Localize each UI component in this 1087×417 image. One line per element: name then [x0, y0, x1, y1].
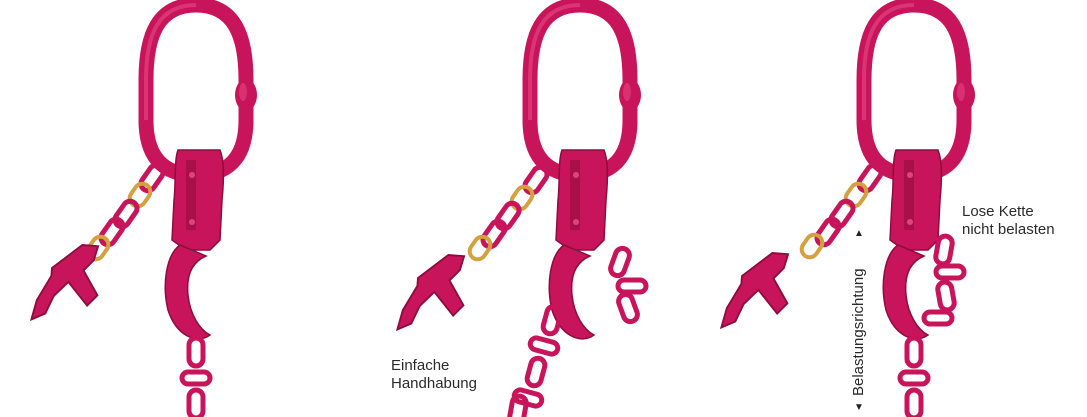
figure-2-main-chain: [513, 305, 562, 408]
figure-3-sling: [707, 5, 975, 417]
figure-2-sling: [383, 5, 646, 417]
figure-1-master-link-assembly: [146, 5, 257, 339]
figure-1-main-chain: [182, 338, 210, 417]
figure-2-master-link-assembly: [530, 5, 641, 339]
caption-lose-line2: nicht belasten: [962, 221, 1055, 239]
figure-2-chain-loop: [609, 246, 646, 323]
figure-1-grab-hook: [17, 241, 112, 319]
caption-lose-line1: Lose Kette: [962, 203, 1055, 221]
figure-3-side-chain: [799, 163, 884, 261]
arrow-down-icon: ▼: [854, 402, 864, 413]
caption-einfache-line2: Handhabung: [391, 375, 477, 393]
load-direction-indicator: ▲ Belastungsrichtung ▼: [848, 228, 870, 412]
arrow-up-icon: ▲: [854, 228, 864, 239]
figure-1-sling: [17, 5, 257, 417]
caption-einfache-line1: Einfache: [391, 357, 477, 375]
figure-2-grab-hook: [383, 251, 478, 329]
caption-lose-kette: Lose Kette nicht belasten: [962, 203, 1055, 239]
figure-2-side-chain: [467, 165, 550, 263]
figure-3-master-link-assembly: [864, 5, 975, 339]
figure-3-grab-hook: [707, 249, 802, 327]
figure-3-main-chain: [900, 338, 928, 417]
caption-einfache-handhabung: Einfache Handhabung: [391, 357, 477, 393]
caption-belastungsrichtung: Belastungsrichtung: [850, 246, 867, 396]
